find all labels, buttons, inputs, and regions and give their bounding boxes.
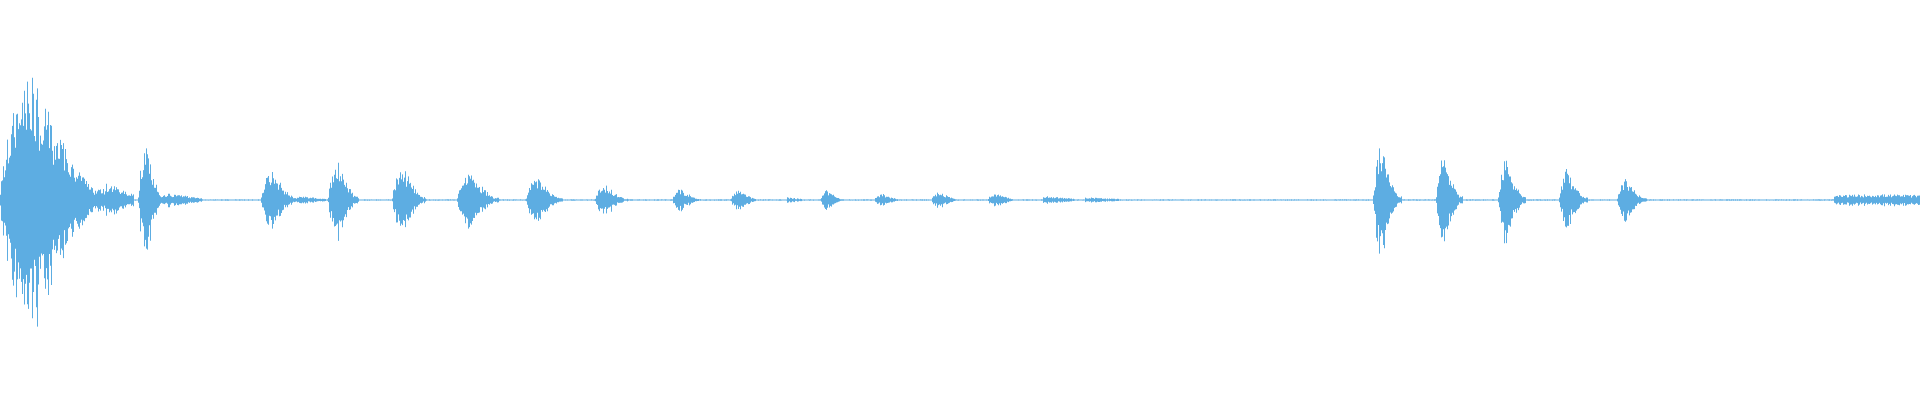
waveform-bars xyxy=(0,77,1920,327)
waveform-path xyxy=(0,77,1920,327)
